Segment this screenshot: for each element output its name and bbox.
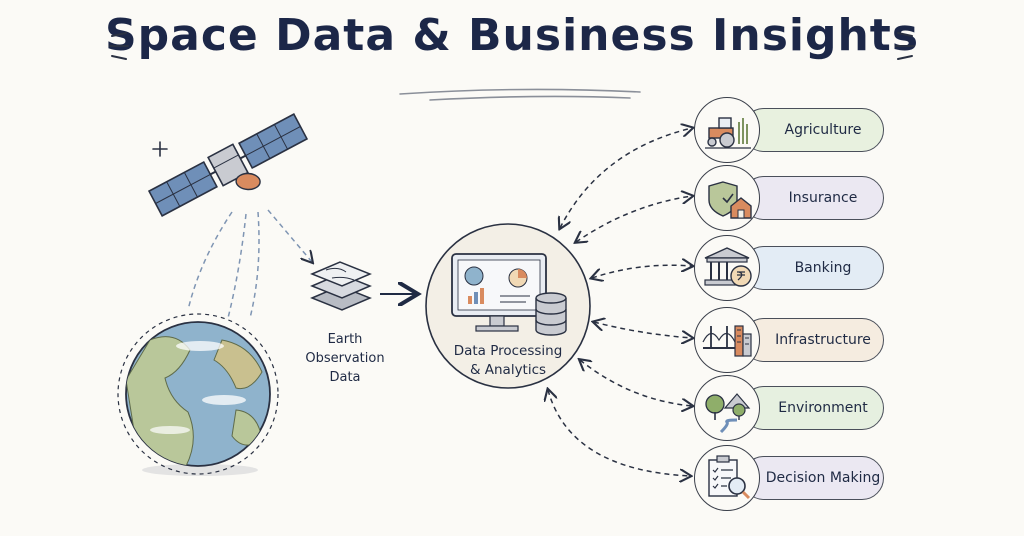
shield-house-icon bbox=[694, 165, 760, 231]
hub-label: Data Processing & Analytics bbox=[453, 343, 563, 378]
page-title: Space Data & Business Insights bbox=[104, 10, 920, 61]
database-icon bbox=[535, 292, 567, 336]
sector-pill-banking: Banking bbox=[742, 246, 884, 290]
bank-icon bbox=[694, 235, 760, 301]
data-layers-icon bbox=[310, 261, 372, 311]
earth-globe-icon bbox=[117, 313, 279, 476]
tractor-icon bbox=[694, 97, 760, 163]
clipboard-magnifier-icon bbox=[694, 445, 760, 511]
bridge-city-icon bbox=[694, 307, 760, 373]
sector-pill-insurance: Insurance bbox=[742, 176, 884, 220]
sector-pill-agriculture: Agriculture bbox=[742, 108, 884, 152]
sector-pill-environment: Environment bbox=[742, 386, 884, 430]
monitor-chart-icon bbox=[451, 253, 547, 332]
sector-pill-infrastructure: Infrastructure bbox=[742, 318, 884, 362]
satellite-beams bbox=[187, 209, 312, 319]
sector-connectors bbox=[548, 128, 692, 476]
source-label: Earth Observation Data bbox=[305, 332, 385, 385]
satellite-icon bbox=[147, 113, 309, 217]
title-decoration bbox=[109, 32, 915, 60]
analytics-hub bbox=[425, 223, 591, 389]
sparkle-icon bbox=[152, 141, 168, 157]
trees-river-icon bbox=[694, 375, 760, 441]
title-underline bbox=[399, 88, 641, 101]
sector-pill-decision-making: Decision Making bbox=[742, 456, 884, 500]
